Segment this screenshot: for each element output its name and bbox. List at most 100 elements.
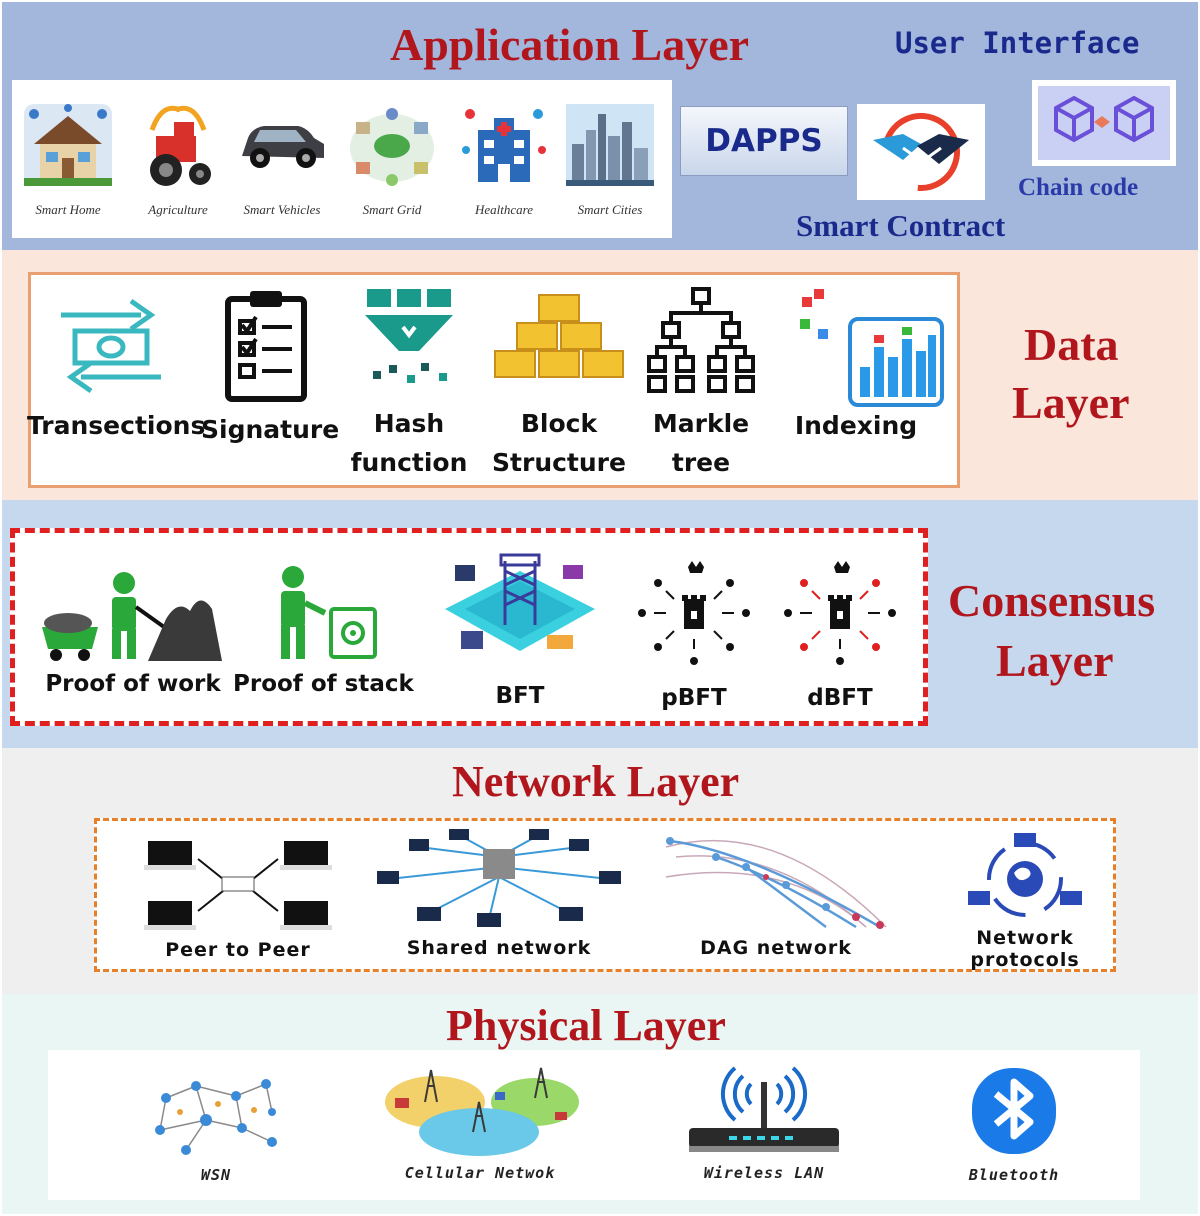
wifi-router-icon [689,1066,839,1152]
consensus-pbft: pBFT [629,557,759,711]
mining-icon [42,572,222,661]
physical-cellular: Cellular Netwok [370,1062,590,1182]
physical-layer-title: Physical Layer [446,1001,726,1050]
data-item-label: Structure [492,448,626,477]
network-item-label: Peer to Peer [165,939,311,961]
app-smart-home: Smart Home [18,100,118,218]
chain-code-icon [1038,86,1170,160]
network-shared: Shared network [369,827,629,959]
tractor-icon [149,105,211,186]
network-peer-to-peer: Peer to Peer [133,837,343,961]
consensus-item-label: dBFT [807,685,873,711]
app-label: Agriculture [148,202,208,217]
application-icons-panel: Smart Home Agriculture Smart Vehicles [12,80,672,238]
smart-contract-label: Smart Contract [796,208,1006,243]
network-layer: Network Layer Peer to Peer [2,748,1198,994]
network-item-label: Shared network [406,937,592,959]
data-hash-function: Hash function [349,285,469,477]
consensus-item-label: pBFT [661,685,727,711]
data-item-label: tree [671,448,731,477]
network-panel: Peer to Peer [94,818,1116,972]
consensus-item-label: BFT [495,683,545,709]
network-protocols: Network protocols [935,829,1115,971]
consensus-item-label: Proof of work [45,671,221,697]
hospital-icon [462,109,546,182]
block-pyramid-icon [494,294,624,378]
consensus-bft: BFT [435,551,605,709]
smart-grid-icon [350,108,434,186]
data-layer: Transections Signature [2,250,1198,500]
physical-item-label: Cellular Netwok [404,1164,556,1182]
consensus-layer-title: Consensus [948,575,1156,626]
app-label: Healthcare [475,202,533,217]
data-indexing: Indexing [791,289,951,440]
city-skyline-icon [566,104,654,186]
app-label: Smart Vehicles [243,202,321,217]
application-layer: Application Layer User Interface Smart H… [2,2,1198,250]
data-layer-title-line2: Layer [1012,377,1130,428]
car-icon [242,126,324,168]
consensus-proof-of-stack: Proof of stack [233,563,414,697]
consensus-layer: Proof of work Proof of stack [2,500,1198,748]
dapps-box: DAPPS [680,106,848,176]
cellular-network-icon [385,1067,579,1156]
physical-layer: Physical Layer [2,994,1198,1214]
app-label: Smart Cities [577,202,643,217]
consensus-panel: Proof of work Proof of stack [10,528,928,726]
transactions-icon [61,298,161,394]
shared-network-icon [377,829,621,927]
data-item-label: Indexing [794,411,918,440]
data-item-label: Signature [201,415,340,444]
application-layer-title: Application Layer [390,19,750,70]
vault-safe-icon [281,566,377,659]
data-item-label: Block [520,409,598,438]
physical-item-label: Wireless LAN [703,1164,825,1182]
data-item-label: Transections [27,411,206,440]
indexing-grid-icon [800,289,944,407]
data-panel: Transections Signature [27,272,960,488]
network-item-label: Network [976,927,1074,949]
consensus-layer-title-line2: Layer [996,635,1114,686]
data-markle-tree: Markle tree [641,285,761,477]
user-interface-label: User Interface [895,26,1140,60]
app-smart-cities: Smart Cities [560,100,660,218]
pbft-network-icon [638,561,750,665]
network-item-label: protocols [970,949,1080,971]
dapps-label: DAPPS [705,123,823,159]
chain-code-label: Chain code [1018,174,1139,201]
physical-wsn: WSN [126,1068,306,1184]
physical-item-label: Bluetooth [968,1166,1060,1184]
network-layer-title: Network Layer [452,757,740,806]
network-protocols-icon [968,833,1082,917]
data-signature: Signature [201,285,340,444]
app-healthcare: Healthcare [454,100,554,218]
physical-panel: WSN Cellular Netwok [48,1050,1140,1200]
dag-network-icon [665,837,887,929]
peer-to-peer-icon [144,841,332,930]
handshake-icon [873,113,969,191]
physical-wireless-lan: Wireless LAN [674,1062,854,1182]
consensus-item-label: Proof of stack [233,671,414,697]
app-smart-vehicles: Smart Vehicles [232,100,332,218]
bft-isometric-icon [445,553,595,651]
data-item-label: Markle [652,409,750,438]
bluetooth-icon [972,1068,1056,1154]
chain-code-box [1032,80,1176,166]
data-transactions: Transections [27,285,205,440]
smart-home-icon [24,104,112,186]
clipboard-checklist-icon [225,291,307,402]
data-layer-title: Data [1024,319,1119,370]
wsn-icon [155,1079,277,1155]
data-item-label: Hash [373,409,445,438]
data-item-label: function [350,448,468,477]
hash-funnel-icon [365,289,453,383]
app-agriculture: Agriculture [128,100,228,218]
app-smart-grid: Smart Grid [342,100,442,218]
app-label: Smart Grid [362,202,422,217]
network-dag: DAG network [653,827,899,959]
app-label: Smart Home [35,202,101,217]
physical-bluetooth: Bluetooth [934,1064,1094,1184]
network-item-label: DAG network [700,937,852,959]
physical-item-label: WSN [200,1166,232,1184]
dbft-network-icon [784,561,896,665]
